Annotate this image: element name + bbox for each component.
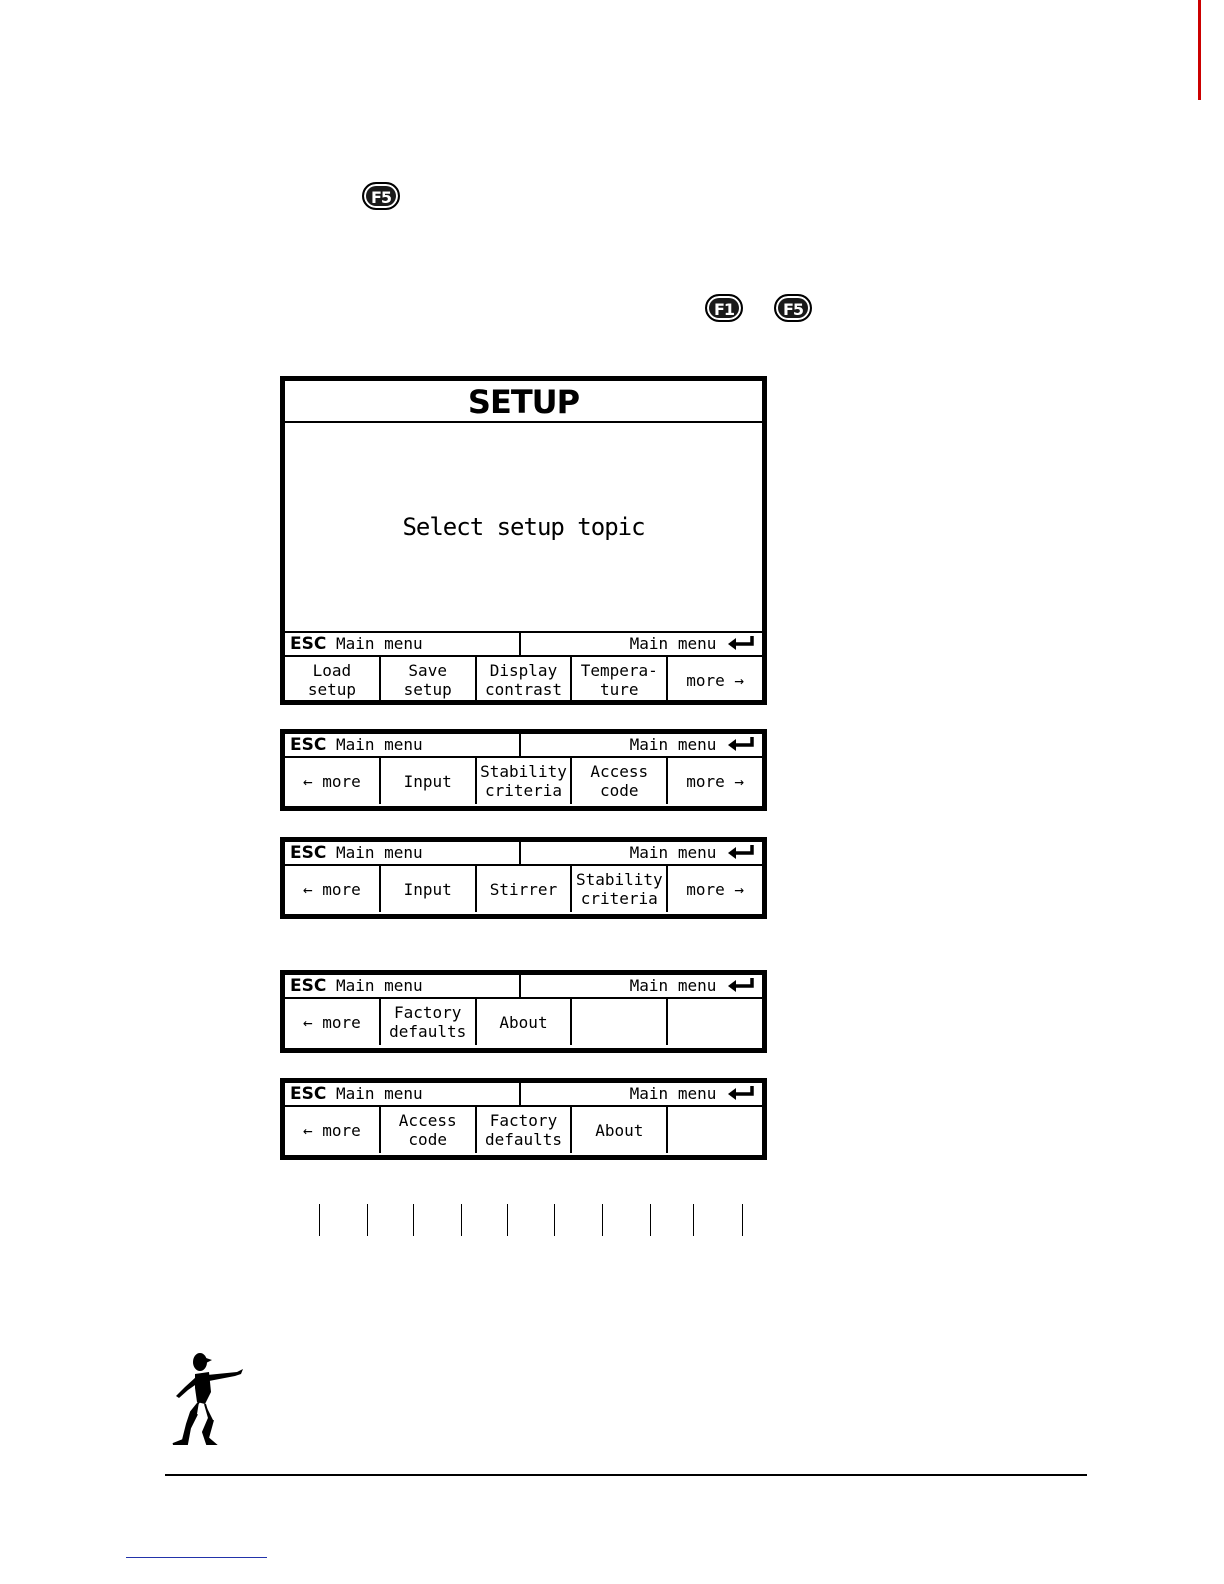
enter-main-menu[interactable]: Main menu — [521, 734, 762, 756]
softkey-panel: ESC Main menu Main menu ← more Input Sti… — [280, 837, 767, 919]
softkey-3[interactable]: Stability criteria — [477, 758, 573, 804]
tick-mark — [650, 1204, 651, 1236]
status-bar: ESC Main menu Main menu — [285, 975, 762, 999]
enter-main-menu[interactable]: Main menu — [521, 975, 762, 997]
softkey-2[interactable]: Input — [381, 758, 477, 804]
esc-text: Main menu — [335, 976, 423, 995]
softkey-4[interactable] — [572, 999, 669, 1045]
softkey-1[interactable]: ← more — [285, 999, 381, 1045]
softkey-5[interactable] — [668, 1107, 762, 1153]
softkey-1[interactable]: ← more — [285, 758, 381, 804]
softkey-5[interactable] — [668, 999, 762, 1045]
softkey-5[interactable]: more → — [686, 771, 744, 791]
tick-mark — [367, 1204, 368, 1236]
softkey-row: ← more Factory defaults About — [285, 999, 762, 1045]
display-title: SETUP — [285, 381, 762, 423]
softkey-3[interactable]: About — [477, 999, 573, 1045]
esc-main-menu[interactable]: ESC Main menu — [285, 734, 521, 756]
esc-label: ESC — [290, 735, 327, 755]
softkey-3[interactable]: Display contrast — [477, 657, 573, 703]
status-bar: ESC Main menu Main menu — [285, 1083, 762, 1107]
softkey-3[interactable]: Stirrer — [477, 866, 573, 912]
softkey-1[interactable]: ← more — [285, 1107, 381, 1153]
tick-mark — [693, 1204, 694, 1236]
esc-main-menu[interactable]: ESC Main menu — [285, 1083, 521, 1105]
enter-arrow-icon — [728, 737, 754, 751]
esc-label: ESC — [290, 634, 327, 654]
f1-key-icon: F1 — [705, 294, 743, 322]
softkey-row: ← more Input Stirrer Stability criteria … — [285, 866, 762, 912]
tick-mark — [554, 1204, 555, 1236]
enter-main-menu[interactable]: Main menu — [521, 1083, 762, 1105]
softkey-row: ← more Input Stability criteria Access c… — [285, 758, 762, 804]
f5-key-icon: F5 — [774, 294, 812, 322]
esc-label: ESC — [290, 1084, 327, 1104]
margin-line — [1198, 0, 1201, 100]
softkey-2[interactable]: Access code — [381, 1107, 477, 1153]
softkey-panel: ESC Main menu Main menu ← more Factory d… — [280, 970, 767, 1053]
footer-rule — [165, 1474, 1087, 1476]
softkey-panel: ESC Main menu Main menu ← more Input Sta… — [280, 729, 767, 811]
enter-arrow-icon — [728, 845, 754, 859]
esc-text: Main menu — [335, 1084, 423, 1103]
tick-mark — [319, 1204, 320, 1236]
softkey-5[interactable]: more → — [686, 670, 744, 690]
enter-main-menu[interactable]: Main menu — [521, 842, 762, 864]
softkey-2[interactable]: Save setup — [381, 657, 477, 703]
enter-text: Main menu — [629, 1084, 717, 1103]
enter-arrow-icon — [728, 1086, 754, 1100]
tick-mark — [602, 1204, 603, 1236]
enter-main-menu[interactable]: Main menu — [521, 633, 762, 655]
enter-text: Main menu — [629, 634, 717, 653]
status-bar: ESC Main menu Main menu — [285, 633, 762, 657]
pointing-figure-icon — [172, 1353, 243, 1445]
softkey-3[interactable]: Factory defaults — [477, 1107, 573, 1153]
tick-mark — [507, 1204, 508, 1236]
setup-display: SETUP Select setup topic ESC Main menu M… — [280, 376, 767, 705]
esc-label: ESC — [290, 976, 327, 996]
softkey-5[interactable]: more → — [686, 879, 744, 899]
esc-main-menu[interactable]: ESC Main menu — [285, 842, 521, 864]
esc-main-menu[interactable]: ESC Main menu — [285, 975, 521, 997]
esc-main-menu[interactable]: ESC Main menu — [285, 633, 521, 655]
esc-text: Main menu — [335, 634, 423, 653]
display-message: Select setup topic — [285, 423, 762, 633]
enter-arrow-icon — [728, 978, 754, 992]
status-bar: ESC Main menu Main menu — [285, 734, 762, 758]
tick-mark — [742, 1204, 743, 1236]
esc-text: Main menu — [335, 843, 423, 862]
esc-text: Main menu — [335, 735, 423, 754]
f5-key-icon: F5 — [362, 182, 400, 210]
softkey-4[interactable]: Stability criteria — [572, 866, 669, 912]
status-bar: ESC Main menu Main menu — [285, 842, 762, 866]
tick-mark — [413, 1204, 414, 1236]
softkey-row: ← more Access code Factory defaults Abou… — [285, 1107, 762, 1153]
enter-arrow-icon — [728, 636, 754, 650]
softkey-1[interactable]: ← more — [285, 866, 381, 912]
softkey-4[interactable]: About — [572, 1107, 669, 1153]
enter-text: Main menu — [629, 843, 717, 862]
enter-text: Main menu — [629, 735, 717, 754]
softkey-4[interactable]: Access code — [572, 758, 669, 804]
enter-text: Main menu — [629, 976, 717, 995]
softkey-1[interactable]: Load setup — [285, 657, 381, 703]
softkey-row: Load setup Save setup Display contrast T… — [285, 657, 762, 703]
tick-mark — [461, 1204, 462, 1236]
softkey-2[interactable]: Input — [381, 866, 477, 912]
softkey-2[interactable]: Factory defaults — [381, 999, 477, 1045]
esc-label: ESC — [290, 843, 327, 863]
footer-link-underline[interactable] — [126, 1557, 267, 1558]
softkey-panel: ESC Main menu Main menu ← more Access co… — [280, 1078, 767, 1160]
softkey-4[interactable]: Tempera- ture — [572, 657, 669, 703]
